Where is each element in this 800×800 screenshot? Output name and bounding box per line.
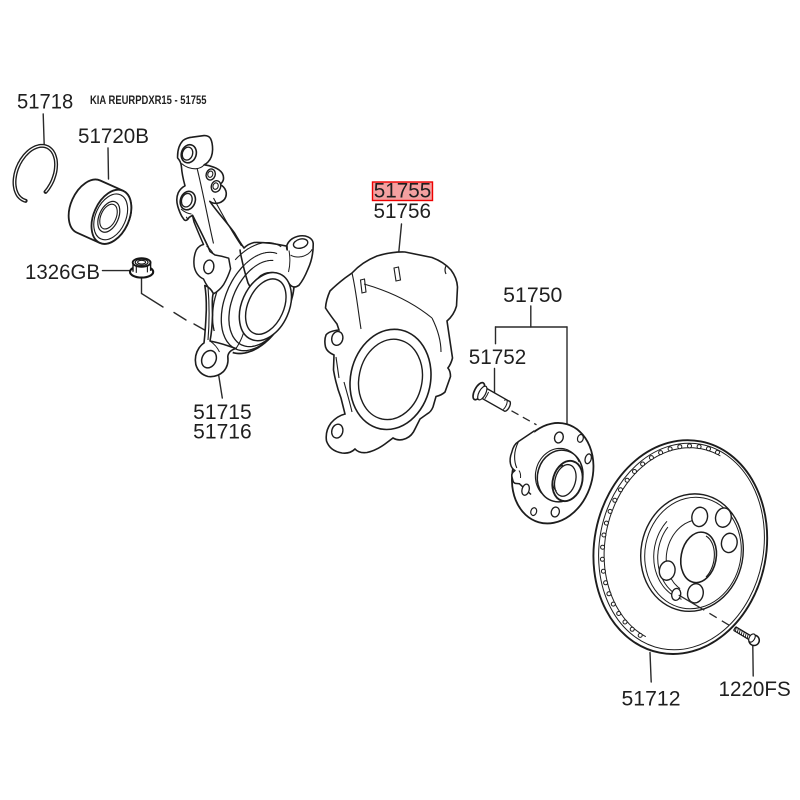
- svg-text:51720B: 51720B: [78, 125, 149, 148]
- svg-text:51750: 51750: [503, 284, 562, 307]
- svg-text:KIA REURPDXR15 - 51755: KIA REURPDXR15 - 51755: [90, 93, 207, 107]
- svg-text:51756: 51756: [374, 200, 432, 223]
- svg-text:51752: 51752: [469, 346, 527, 369]
- svg-text:51718: 51718: [17, 91, 73, 114]
- svg-text:1326GB: 1326GB: [25, 261, 100, 284]
- svg-text:51755: 51755: [374, 180, 432, 203]
- svg-text:1220FS: 1220FS: [719, 678, 791, 701]
- svg-text:51716: 51716: [193, 421, 252, 444]
- svg-text:51712: 51712: [622, 688, 681, 711]
- svg-text:51715: 51715: [193, 401, 252, 424]
